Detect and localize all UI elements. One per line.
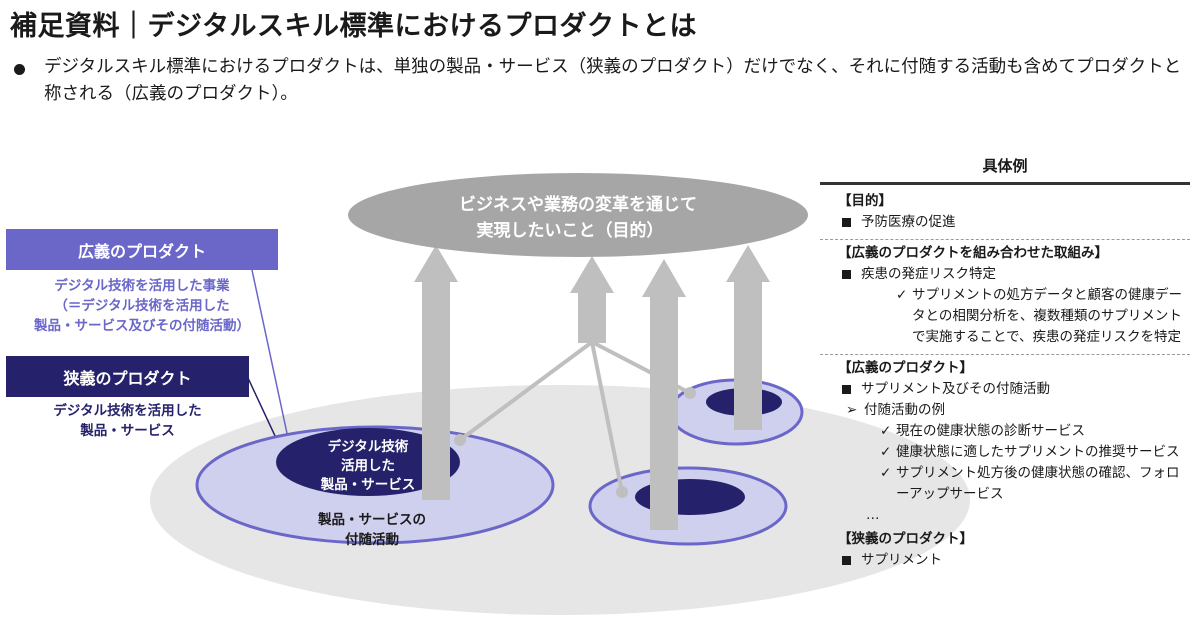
section-narrow-title: 【狭義のプロダクト】: [838, 531, 973, 547]
square-bullet-icon: [842, 218, 851, 227]
section-combination-item: 疾患の発症リスク特定: [820, 264, 1190, 285]
section-combination-check: ✓サプリメントの処方データと顧客の健康データとの相関分析を、複数種類のサプリメン…: [820, 285, 1190, 348]
divider: [820, 239, 1190, 240]
square-bullet-icon: [842, 270, 851, 279]
section-broad-check-1: ✓現在の健康状態の診断サービス: [820, 421, 1190, 442]
connector-node-1: [454, 434, 466, 446]
upward-arrow-1: [414, 245, 458, 500]
goal-text-line1: ビジネスや業務の変革を通じて: [459, 194, 697, 215]
section-combination-item-text: 疾患の発症リスク特定: [861, 266, 996, 282]
page-title: 補足資料｜デジタルスキル標準におけるプロダクトとは: [10, 11, 697, 42]
ring-label-line1: 製品・サービスの: [317, 511, 426, 528]
broad-desc-line1: デジタル技術を活用した事業: [54, 278, 230, 294]
section-broad-item-text: サプリメント及びその付随活動: [861, 381, 1050, 397]
section-narrow-item: サプリメント: [820, 550, 1190, 571]
narrow-product-label: 狭義のプロダクト: [6, 356, 249, 397]
connector-node-3: [616, 486, 628, 498]
upward-arrow-2: [570, 256, 614, 343]
core-label-line3: 製品・サービス: [320, 476, 416, 493]
check-icon: ✓: [880, 465, 892, 481]
broad-product-description: デジタル技術を活用した事業 （＝デジタル技術を活用した 製品・サービス及びその付…: [6, 276, 278, 336]
broad-product-label: 広義のプロダクト: [6, 229, 278, 270]
section-purpose-item: 予防医療の促進: [820, 212, 1190, 233]
examples-panel: 具体例 【目的】 予防医療の促進 【広義のプロダクトを組み合わせた取組み】 疾患…: [820, 150, 1190, 571]
narrow-desc-line1: デジタル技術を活用した: [53, 403, 202, 419]
upward-arrow-4: [726, 245, 770, 430]
examples-header: 具体例: [820, 150, 1190, 185]
connector-node-2: [684, 387, 696, 399]
narrow-desc-line2: 製品・サービス: [80, 423, 175, 439]
check-icon: ✓: [880, 444, 892, 460]
core-label-line2: 活用した: [341, 457, 395, 474]
broad-desc-line3: 製品・サービス及びその付随活動）: [34, 318, 250, 334]
broad-desc-line2: （＝デジタル技術を活用した: [54, 298, 230, 314]
arrow-right-icon: ➢: [846, 402, 858, 418]
ellipsis: …: [866, 507, 880, 523]
square-bullet-icon: [842, 385, 851, 394]
section-purpose-title: 【目的】: [838, 193, 892, 209]
goal-text-line2: 実現したいこと（目的）: [477, 220, 664, 241]
square-bullet-icon: [842, 556, 851, 565]
section-combination-check-text: サプリメントの処方データと顧客の健康データとの相関分析を、複数種類のサプリメント…: [912, 287, 1182, 345]
upward-arrow-3: [642, 259, 686, 530]
check-icon: ✓: [896, 287, 908, 303]
broad-connector-line: [251, 269, 289, 439]
narrow-product-description: デジタル技術を活用した 製品・サービス: [6, 401, 249, 441]
bullet-marker: [14, 64, 25, 75]
check-icon: ✓: [880, 423, 892, 439]
section-broad-check-3-text: サプリメント処方後の健康状態の確認、フォローアップサービス: [896, 465, 1180, 502]
section-broad-sub: ➢ 付随活動の例: [820, 400, 1190, 421]
divider: [820, 354, 1190, 355]
product-core-large: [276, 428, 460, 496]
ring-label-line2: 付随活動: [345, 531, 399, 548]
section-narrow-item-text: サプリメント: [861, 552, 942, 568]
section-broad-item: サプリメント及びその付随活動: [820, 379, 1190, 400]
section-combination-title: 【広義のプロダクトを組み合わせた取組み】: [838, 245, 1108, 261]
section-broad-check-3: ✓サプリメント処方後の健康状態の確認、フォローアップサービス: [820, 463, 1190, 505]
core-label-line1: デジタル技術: [328, 438, 409, 455]
section-broad-sub-text: 付随活動の例: [864, 402, 945, 418]
section-purpose-item-text: 予防医療の促進: [861, 214, 956, 230]
section-broad-title: 【広義のプロダクト】: [838, 360, 973, 376]
goal-ellipse: [348, 173, 808, 257]
section-broad-check-2: ✓健康状態に適したサプリメントの推奨サービス: [820, 442, 1190, 463]
section-broad-check-2-text: 健康状態に適したサプリメントの推奨サービス: [896, 444, 1180, 460]
section-broad-check-1-text: 現在の健康状態の診断サービス: [896, 423, 1085, 439]
intro-text: デジタルスキル標準におけるプロダクトは、単独の製品・サービス（狭義のプロダクト）…: [44, 57, 1182, 104]
